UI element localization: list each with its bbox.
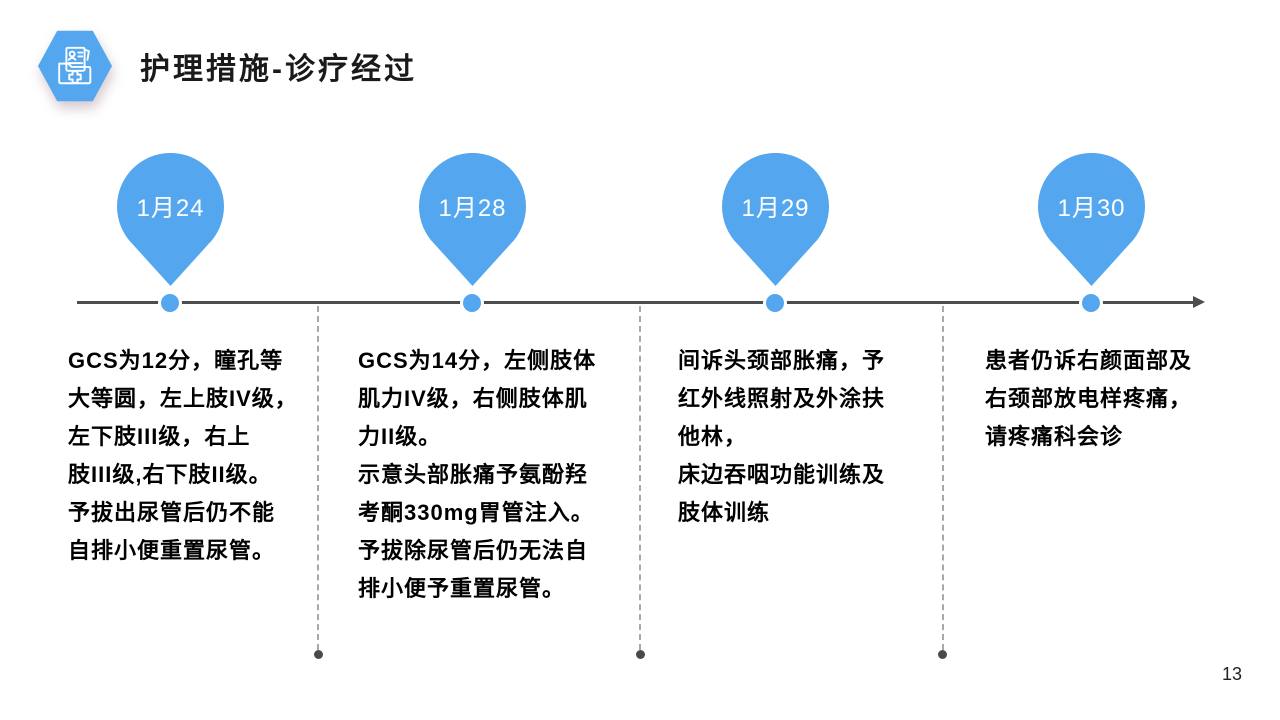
medical-records-folder-icon bbox=[58, 46, 92, 85]
dashed-separator-1 bbox=[317, 306, 319, 650]
timeline-node-3 bbox=[763, 291, 787, 315]
dashed-separator-2 bbox=[639, 306, 641, 650]
person-shoulders bbox=[67, 57, 77, 61]
milestone-description-2: GCS为14分，左侧肢体 肌力IV级，右侧肢体肌 力II级。 示意头部胀痛予氨酚… bbox=[358, 348, 597, 601]
timeline-pin-4: 1月30 bbox=[1038, 153, 1145, 287]
timeline-node-2 bbox=[460, 291, 484, 315]
milestone-date: 1月24 bbox=[136, 194, 205, 222]
milestone-description-4: 患者仍诉右颜面部及 右颈部放电样疼痛， 请疼痛科会诊 bbox=[985, 348, 1193, 449]
balloon-pin-icon bbox=[1038, 153, 1145, 286]
medical-cross bbox=[68, 70, 82, 84]
milestone-date: 1月29 bbox=[741, 194, 810, 222]
page-number: 13 bbox=[1222, 664, 1243, 684]
timeline-pin-3: 1月29 bbox=[722, 153, 829, 287]
timeline-pin-1: 1月24 bbox=[117, 153, 224, 287]
separator-end-dot-3 bbox=[938, 650, 947, 659]
milestone-date: 1月30 bbox=[1057, 194, 1126, 222]
dashed-separator-3 bbox=[942, 306, 944, 650]
timeline-arrow-icon bbox=[1193, 296, 1205, 308]
separator-end-dot-1 bbox=[314, 650, 323, 659]
balloon-pin-icon bbox=[722, 153, 829, 286]
timeline-node-4 bbox=[1079, 291, 1103, 315]
hexagon-shape bbox=[38, 30, 112, 102]
folder-shape bbox=[58, 62, 92, 85]
timeline-pin-2: 1月28 bbox=[419, 153, 526, 287]
milestone-description-3: 间诉头颈部胀痛，予 红外线照射及外涂扶 他林， 床边吞咽功能训练及 肢体训练 bbox=[678, 348, 886, 525]
document-back-sheet bbox=[83, 48, 90, 61]
timeline-node-1 bbox=[158, 291, 182, 315]
milestone-date: 1月28 bbox=[438, 194, 507, 222]
separator-end-dot-2 bbox=[636, 650, 645, 659]
balloon-pin-icon bbox=[419, 153, 526, 286]
balloon-pin-icon bbox=[117, 153, 224, 286]
timeline-axis bbox=[77, 296, 1205, 308]
page-title: 护理措施-诊疗经过 bbox=[140, 53, 417, 86]
person-head bbox=[68, 50, 76, 58]
header-icon-badge bbox=[38, 30, 112, 102]
slide-header: 护理措施-诊疗经过 bbox=[38, 30, 417, 102]
milestone-description-1: GCS为12分，瞳孔等 大等圆，左上肢IV级， 左下肢III级，右上 肢III级… bbox=[68, 348, 298, 563]
